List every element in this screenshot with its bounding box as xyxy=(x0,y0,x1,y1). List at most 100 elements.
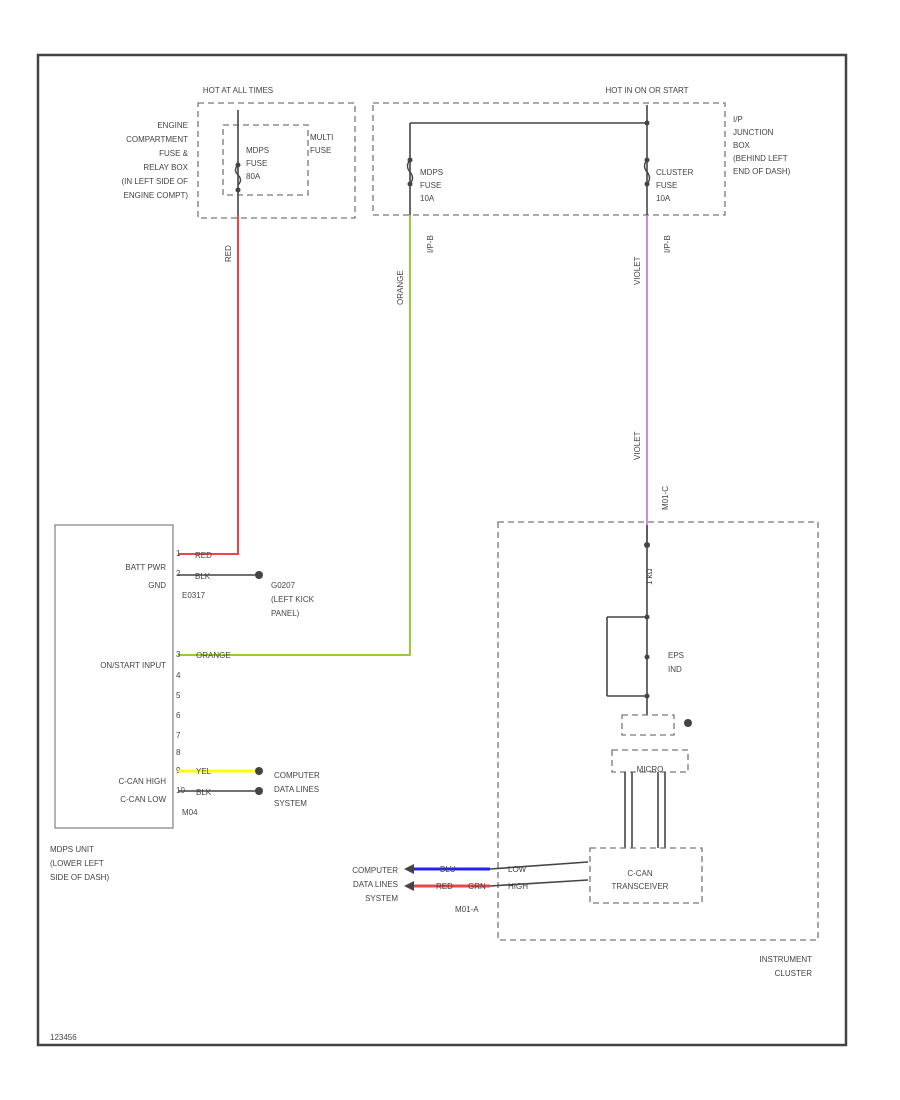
cluster-can-internal-lines xyxy=(489,861,589,887)
svg-text:I/P: I/P xyxy=(733,115,743,124)
mdps-connector-label: M04 xyxy=(182,808,198,817)
mdps-fuse-80a-label: MDPS FUSE 80A xyxy=(246,146,269,181)
arrow-left-icon xyxy=(404,881,414,891)
ground-label: G0207 (LEFT KICK PANEL) xyxy=(271,581,315,618)
svg-text:COMPUTER: COMPUTER xyxy=(274,771,320,780)
svg-text:5: 5 xyxy=(176,691,181,700)
diagram-id: 123456 xyxy=(50,1033,77,1042)
svg-text:DATA LINES: DATA LINES xyxy=(353,880,398,889)
svg-text:10A: 10A xyxy=(420,194,435,203)
cluster-internal-wiring xyxy=(606,525,650,715)
svg-text:ENGINE COMPT): ENGINE COMPT) xyxy=(124,191,189,200)
instrument-cluster-box xyxy=(497,521,819,941)
mdps-unit-label: MDPS UNIT (LOWER LEFT SIDE OF DASH) xyxy=(50,845,109,882)
svg-text:C-CAN LOW: C-CAN LOW xyxy=(120,795,166,804)
svg-text:80A: 80A xyxy=(246,172,261,181)
svg-text:DATA LINES: DATA LINES xyxy=(274,785,319,794)
svg-text:COMPUTER: COMPUTER xyxy=(352,866,398,875)
cluster-connector-label: M01-A xyxy=(455,905,479,914)
svg-text:7: 7 xyxy=(176,731,181,740)
svg-text:(IN LEFT SIDE OF: (IN LEFT SIDE OF xyxy=(121,177,188,186)
engine-fuse-box xyxy=(197,102,356,219)
svg-text:SYSTEM: SYSTEM xyxy=(365,894,398,903)
computer-data-lines-right-label: COMPUTER DATA LINES SYSTEM xyxy=(274,771,320,808)
svg-text:6: 6 xyxy=(176,711,181,720)
micro-to-transceiver-lines xyxy=(624,772,666,848)
svg-text:C-CAN: C-CAN xyxy=(627,869,653,878)
diagram-frame xyxy=(36,53,848,1047)
svg-text:C-CAN HIGH: C-CAN HIGH xyxy=(118,777,166,786)
svg-text:MDPS: MDPS xyxy=(246,146,269,155)
ip-junction-box xyxy=(372,102,726,216)
svg-text:ON/START INPUT: ON/START INPUT xyxy=(100,661,166,670)
mdps-fuse-10a-label: MDPS FUSE 10A xyxy=(420,168,443,203)
wire-label-blu: BLU xyxy=(440,865,456,874)
svg-text:RELAY BOX: RELAY BOX xyxy=(143,163,188,172)
mdps-unit-pins: BATT PWR GND ON/START INPUT C-CAN HIGH C… xyxy=(100,563,166,804)
multi-fuse-box xyxy=(222,124,309,196)
hot-at-all-times-label: HOT AT ALL TIMES xyxy=(203,86,273,95)
svg-text:FUSE: FUSE xyxy=(656,181,677,190)
svg-text:INSTRUMENT: INSTRUMENT xyxy=(760,955,813,964)
connector-ipb-left: I/P-B xyxy=(426,235,435,253)
svg-text:EPS: EPS xyxy=(668,651,684,660)
svg-text:FUSE: FUSE xyxy=(246,159,267,168)
svg-text:(BEHIND LEFT: (BEHIND LEFT xyxy=(733,154,788,163)
mdps-unit-box xyxy=(54,524,174,829)
svg-text:10A: 10A xyxy=(656,194,671,203)
svg-text:BATT PWR: BATT PWR xyxy=(125,563,166,572)
svg-text:FUSE: FUSE xyxy=(310,146,331,155)
svg-text:JUNCTION: JUNCTION xyxy=(733,128,774,137)
svg-text:END OF DASH): END OF DASH) xyxy=(733,167,791,176)
computer-data-lines-left-label: COMPUTER DATA LINES SYSTEM xyxy=(352,866,398,903)
cluster-resistor-label: 1 kΩ xyxy=(645,568,654,585)
cluster-can-low-label: LOW xyxy=(508,865,527,874)
svg-text:ENGINE: ENGINE xyxy=(157,121,188,130)
cluster-driver-box xyxy=(621,714,675,736)
wire-label-violet: VIOLET xyxy=(633,256,642,285)
ground-connector-label: E0317 xyxy=(182,591,206,600)
svg-text:FUSE: FUSE xyxy=(420,181,441,190)
ccan-low-wire xyxy=(178,787,263,795)
eps-indicator-icon xyxy=(644,654,650,660)
connector-ipb-right: I/P-B xyxy=(663,235,672,253)
wire-label-grn: GRN xyxy=(468,882,486,891)
svg-text:PANEL): PANEL) xyxy=(271,609,300,618)
svg-text:BOX: BOX xyxy=(733,141,751,150)
svg-text:FUSE &: FUSE & xyxy=(159,149,189,158)
svg-text:3: 3 xyxy=(176,650,181,659)
svg-text:(LOWER LEFT: (LOWER LEFT xyxy=(50,859,104,868)
svg-text:4: 4 xyxy=(176,671,181,680)
micro-label: MICRO xyxy=(637,765,664,774)
svg-text:MULTI: MULTI xyxy=(310,133,333,142)
cluster-label: INSTRUMENT CLUSTER xyxy=(760,955,813,978)
cluster-can-high-label: HIGH xyxy=(508,882,528,891)
ccan-transceiver-box xyxy=(589,847,703,904)
svg-text:2: 2 xyxy=(176,569,181,578)
svg-text:SYSTEM: SYSTEM xyxy=(274,799,307,808)
svg-text:G0207: G0207 xyxy=(271,581,296,590)
wire-label-violet-b: VIOLET xyxy=(633,431,642,460)
svg-text:COMPARTMENT: COMPARTMENT xyxy=(126,135,188,144)
ccan-transceiver-label: C-CAN TRANSCEIVER xyxy=(612,869,669,891)
fuse-internal-wiring xyxy=(237,105,648,215)
svg-text:1: 1 xyxy=(176,549,181,558)
fuse-element-mdps-80a xyxy=(234,162,242,193)
gnd-wire xyxy=(178,571,263,579)
fuse-element-mdps-10a xyxy=(406,157,414,187)
fuse-element-cluster-10a xyxy=(643,120,651,187)
micro-box xyxy=(611,749,689,773)
svg-text:IND: IND xyxy=(668,665,682,674)
wire-label-blk-gnd: BLK xyxy=(195,572,211,581)
cluster-fuse-label: CLUSTER FUSE 10A xyxy=(656,168,694,203)
connector-m01c: M01-C xyxy=(661,486,670,510)
mdps-pin-numbers: 1 2 3 4 5 6 7 8 9 10 xyxy=(176,549,185,795)
wire-label-yel: YEL xyxy=(196,767,212,776)
cluster-ground-icon xyxy=(684,719,692,727)
hot-in-on-label: HOT IN ON OR START xyxy=(605,86,688,95)
ccan-high-terminal xyxy=(255,767,263,775)
multi-fuse-label: MULTI FUSE xyxy=(310,133,333,155)
svg-text:MDPS UNIT: MDPS UNIT xyxy=(50,845,94,854)
wire-label-red-batt: RED xyxy=(195,551,212,560)
